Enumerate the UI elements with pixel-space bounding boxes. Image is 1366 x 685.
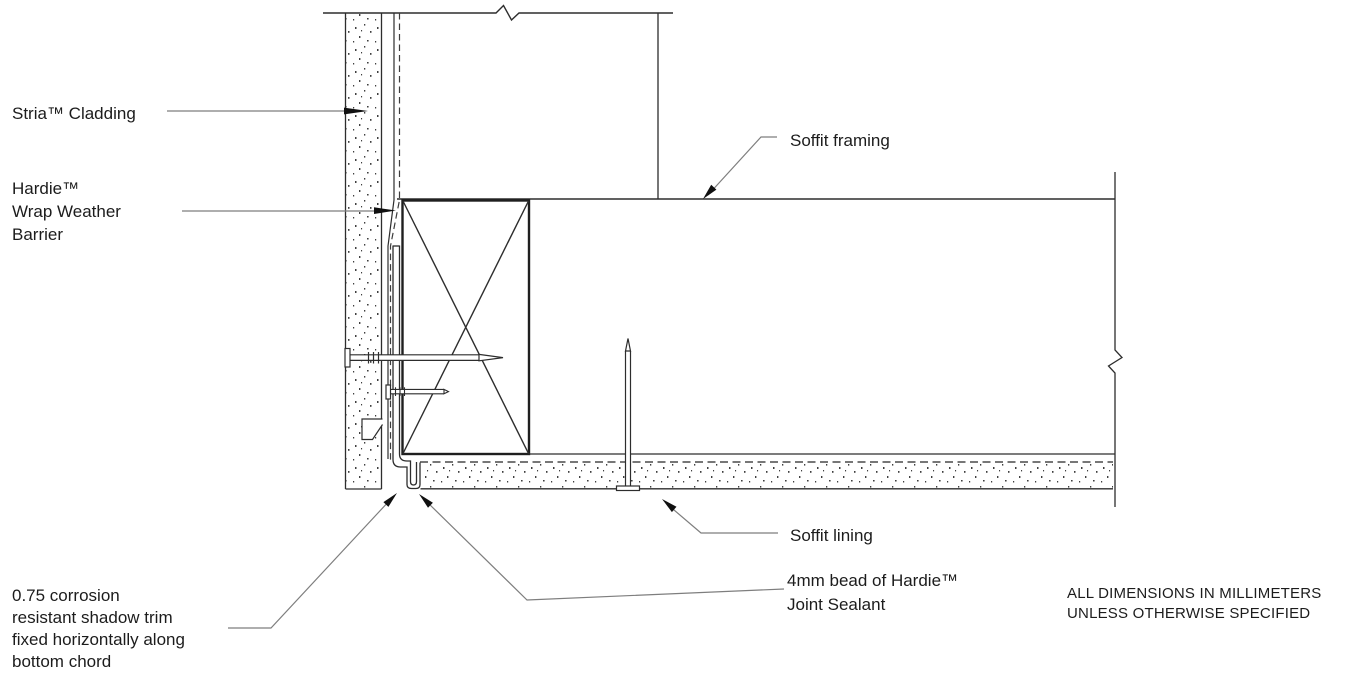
shadow-trim-profile: [392, 245, 421, 490]
arrowhead-shadow-trim: [383, 493, 397, 507]
arrowhead-hardie: [374, 207, 396, 214]
stria-cladding-panel: [344, 13, 383, 490]
leader-shadow-trim: [228, 498, 392, 629]
leader-soffit-lining: [666, 503, 778, 534]
leader-soffit-framing: [707, 136, 777, 196]
hardie-wrap-dashline: [389, 13, 401, 462]
label-soffit-lining: Soffit lining: [790, 526, 873, 545]
lining-nail: [615, 338, 641, 492]
cladding-nail: [344, 347, 504, 368]
wall-face-line: [387, 13, 395, 459]
label-hardie-wrap-barrier: Hardie™ Wrap Weather Barrier: [12, 179, 121, 244]
cladding-shiplap-notch: [361, 418, 383, 441]
label-shadow-trim: 0.75 corrosion resistant shadow trim fix…: [12, 586, 185, 671]
arrowhead-soffit-framing: [703, 184, 717, 199]
trim-fastener-nail: [385, 384, 450, 400]
label-soffit-framing: Soffit framing: [790, 131, 890, 150]
label-stria-cladding: Stria™ Cladding: [12, 104, 136, 123]
leader-joint-sealant: [424, 499, 785, 601]
soffit-lining-hatch: [423, 463, 1113, 488]
arrowhead-soffit-lining: [662, 499, 677, 513]
bottom-chord-xbox: [401, 199, 531, 456]
arrowhead-joint-sealant: [419, 494, 433, 508]
label-dimensions-note: ALL DIMENSIONS IN MILLIMETERS UNLESS OTH…: [1067, 585, 1322, 622]
top-cut-line-break: [323, 4, 673, 22]
arrowhead-stria: [344, 107, 368, 115]
label-joint-sealant: 4mm bead of Hardie™ Joint Sealant: [787, 571, 959, 614]
break-symbol-right: [1107, 172, 1124, 507]
cladding-hatch: [345, 13, 382, 489]
